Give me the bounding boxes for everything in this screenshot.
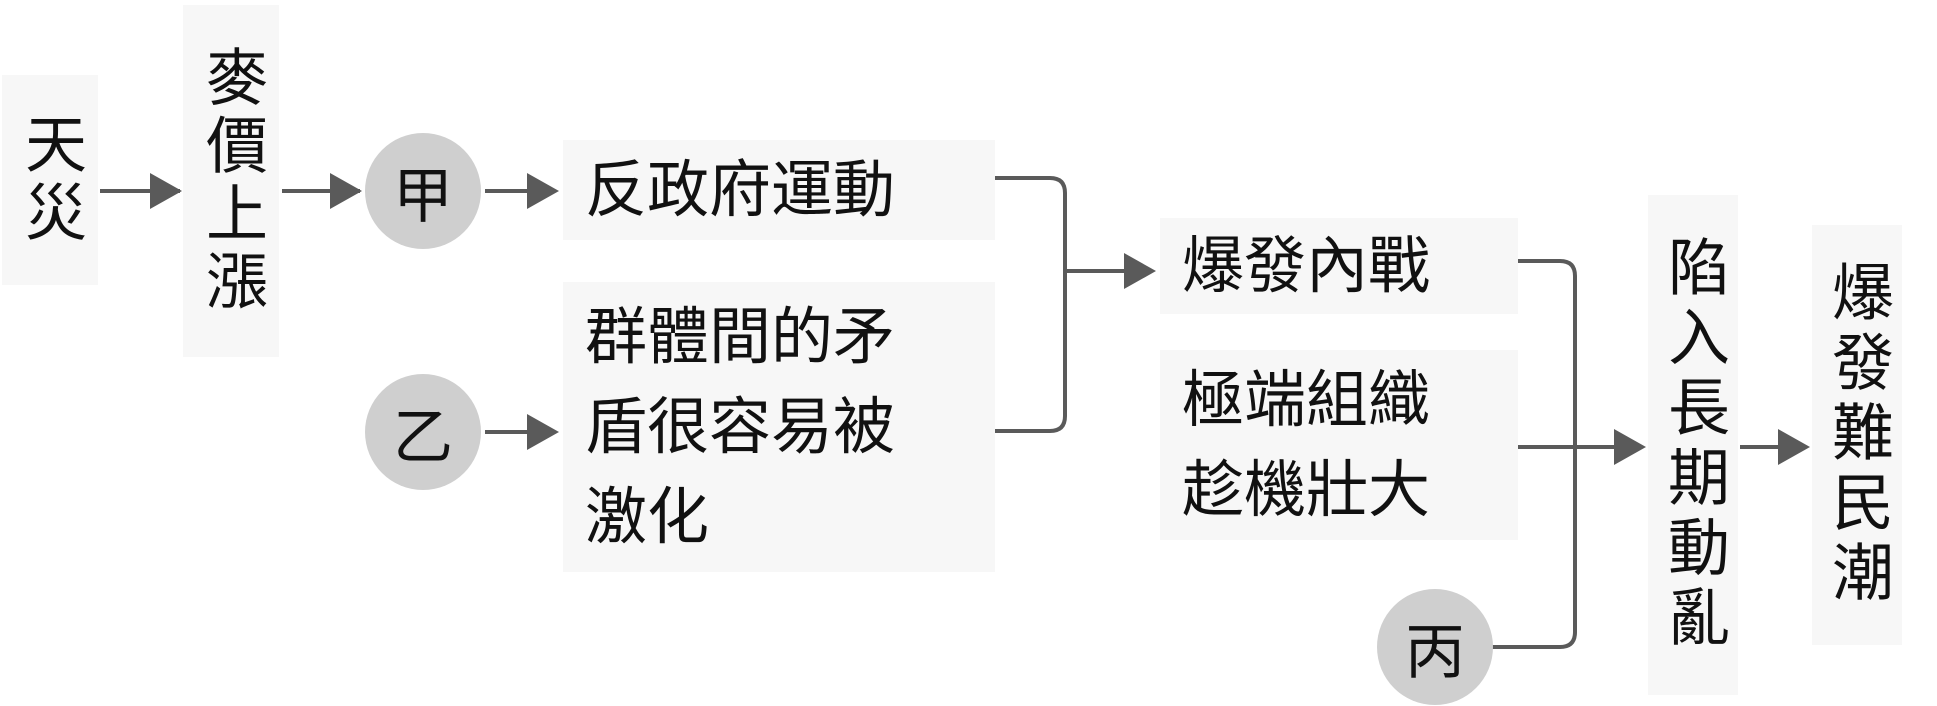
- node-tianzai: 天災: [2, 75, 98, 285]
- node-jiduan: 極端組織 趁機壯大: [1160, 350, 1518, 540]
- arrowhead-2: [330, 173, 362, 209]
- node-bing-text: 丙: [1405, 617, 1465, 688]
- node-tianzai-text: 天災: [14, 112, 87, 248]
- node-nanmin: 爆發難民潮: [1812, 225, 1902, 645]
- node-yi: 乙: [365, 374, 481, 490]
- node-qunti-line1: 群體間的矛: [585, 300, 896, 373]
- arrowhead-3: [527, 173, 559, 209]
- arrowhead-6: [1614, 429, 1646, 465]
- node-bing: 丙: [1377, 589, 1493, 705]
- node-baofaneizhan: 爆發內戰: [1160, 218, 1518, 314]
- arrowhead-4: [527, 414, 559, 450]
- node-yi-text: 乙: [393, 402, 453, 473]
- arrowhead-1: [150, 173, 182, 209]
- node-fanzhengfu-text: 反政府運動: [585, 153, 896, 226]
- arrowhead-7: [1778, 429, 1810, 465]
- bracket-merge-2: [1490, 259, 1577, 649]
- node-qunti: 群體間的矛 盾很容易被 激化: [563, 282, 995, 572]
- node-baofaneizhan-text: 爆發內戰: [1182, 229, 1431, 302]
- node-xianru-text: 陷入長期動亂: [1657, 235, 1730, 655]
- bracket-merge-1: [995, 176, 1067, 433]
- node-maijia-text: 麥價上漲: [195, 45, 268, 317]
- node-fanzhengfu: 反政府運動: [563, 140, 995, 240]
- node-jiduan-line2: 趁機壯大: [1182, 453, 1431, 526]
- node-jia: 甲: [365, 133, 481, 249]
- node-nanmin-text: 爆發難民潮: [1821, 260, 1894, 610]
- node-qunti-line2: 盾很容易被: [585, 390, 896, 463]
- node-qunti-line3: 激化: [585, 480, 710, 553]
- node-maijia: 麥價上漲: [183, 5, 279, 357]
- node-xianru: 陷入長期動亂: [1648, 195, 1738, 695]
- node-jia-text: 甲: [393, 161, 453, 232]
- arrowhead-5: [1124, 253, 1156, 289]
- node-jiduan-line1: 極端組織: [1182, 363, 1431, 436]
